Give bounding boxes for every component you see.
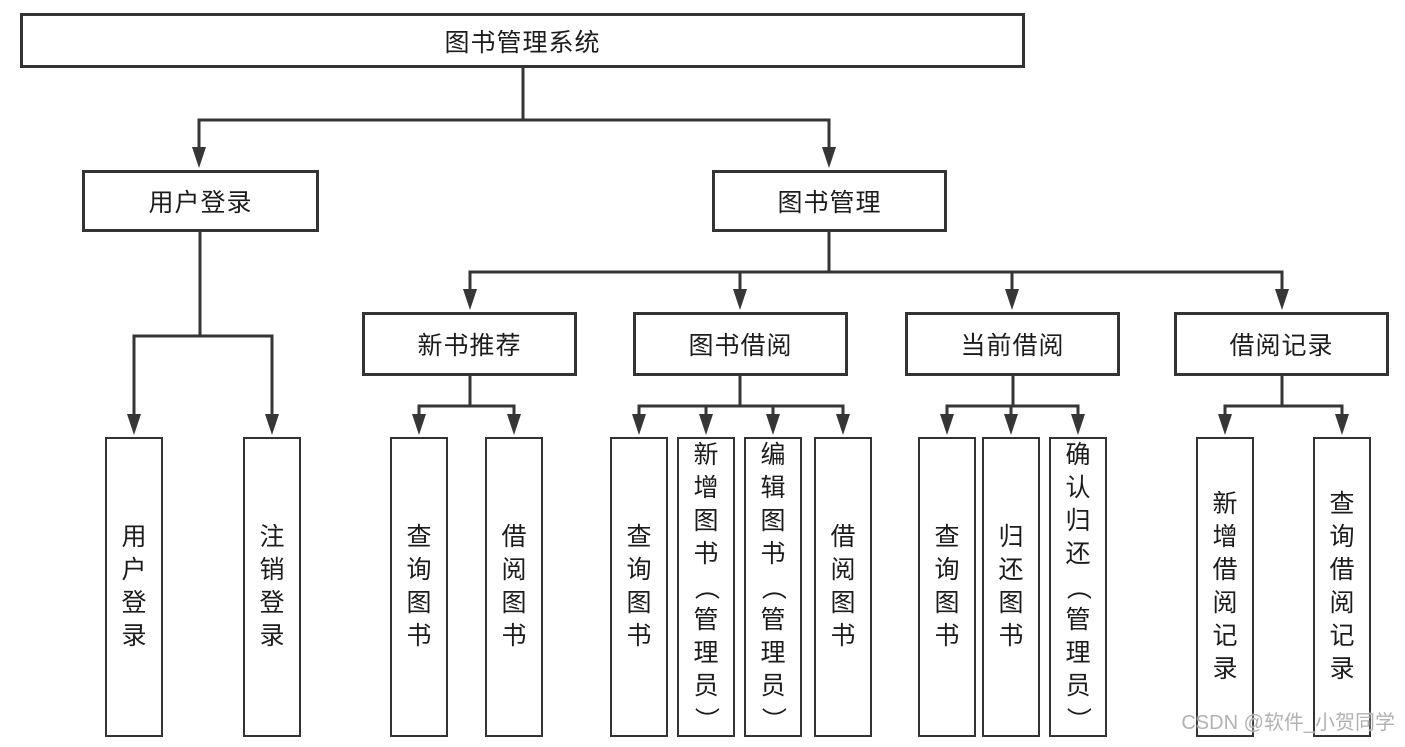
leaf-edit-book-admin: 编辑图书（管理员）: [744, 437, 802, 737]
leaf-borrow-books-recommend: 借阅图书: [485, 437, 543, 737]
node-library-management-system: 图书管理系统: [20, 13, 1025, 68]
leaf-logout: 注销登录: [243, 437, 301, 737]
leaf-user-login: 用户登录: [105, 437, 163, 737]
node-current-borrow: 当前借阅: [905, 312, 1120, 376]
node-user-login: 用户登录: [82, 170, 319, 232]
node-book-borrow: 图书借阅: [633, 312, 848, 376]
leaf-query-books-borrow: 查询图书: [610, 437, 668, 737]
leaf-query-books-recommend: 查询图书: [390, 437, 448, 737]
leaf-borrow-books: 借阅图书: [814, 437, 872, 737]
leaf-return-book: 归还图书: [982, 437, 1040, 737]
leaf-add-borrow-record: 新增借阅记录: [1196, 437, 1254, 737]
arrowheads: [127, 147, 1349, 435]
csdn-watermark: CSDN @软件_小贺同学: [1181, 712, 1395, 734]
node-borrow-records: 借阅记录: [1174, 312, 1389, 376]
node-book-management: 图书管理: [712, 170, 947, 232]
leaf-confirm-return-admin: 确认归还（管理员）: [1049, 437, 1107, 737]
node-new-book-recommend: 新书推荐: [362, 312, 577, 376]
leaf-add-book-admin: 新增图书（管理员）: [677, 437, 735, 737]
leaf-query-borrow-record: 查询借阅记录: [1313, 437, 1371, 737]
leaf-query-books-current: 查询图书: [918, 437, 976, 737]
